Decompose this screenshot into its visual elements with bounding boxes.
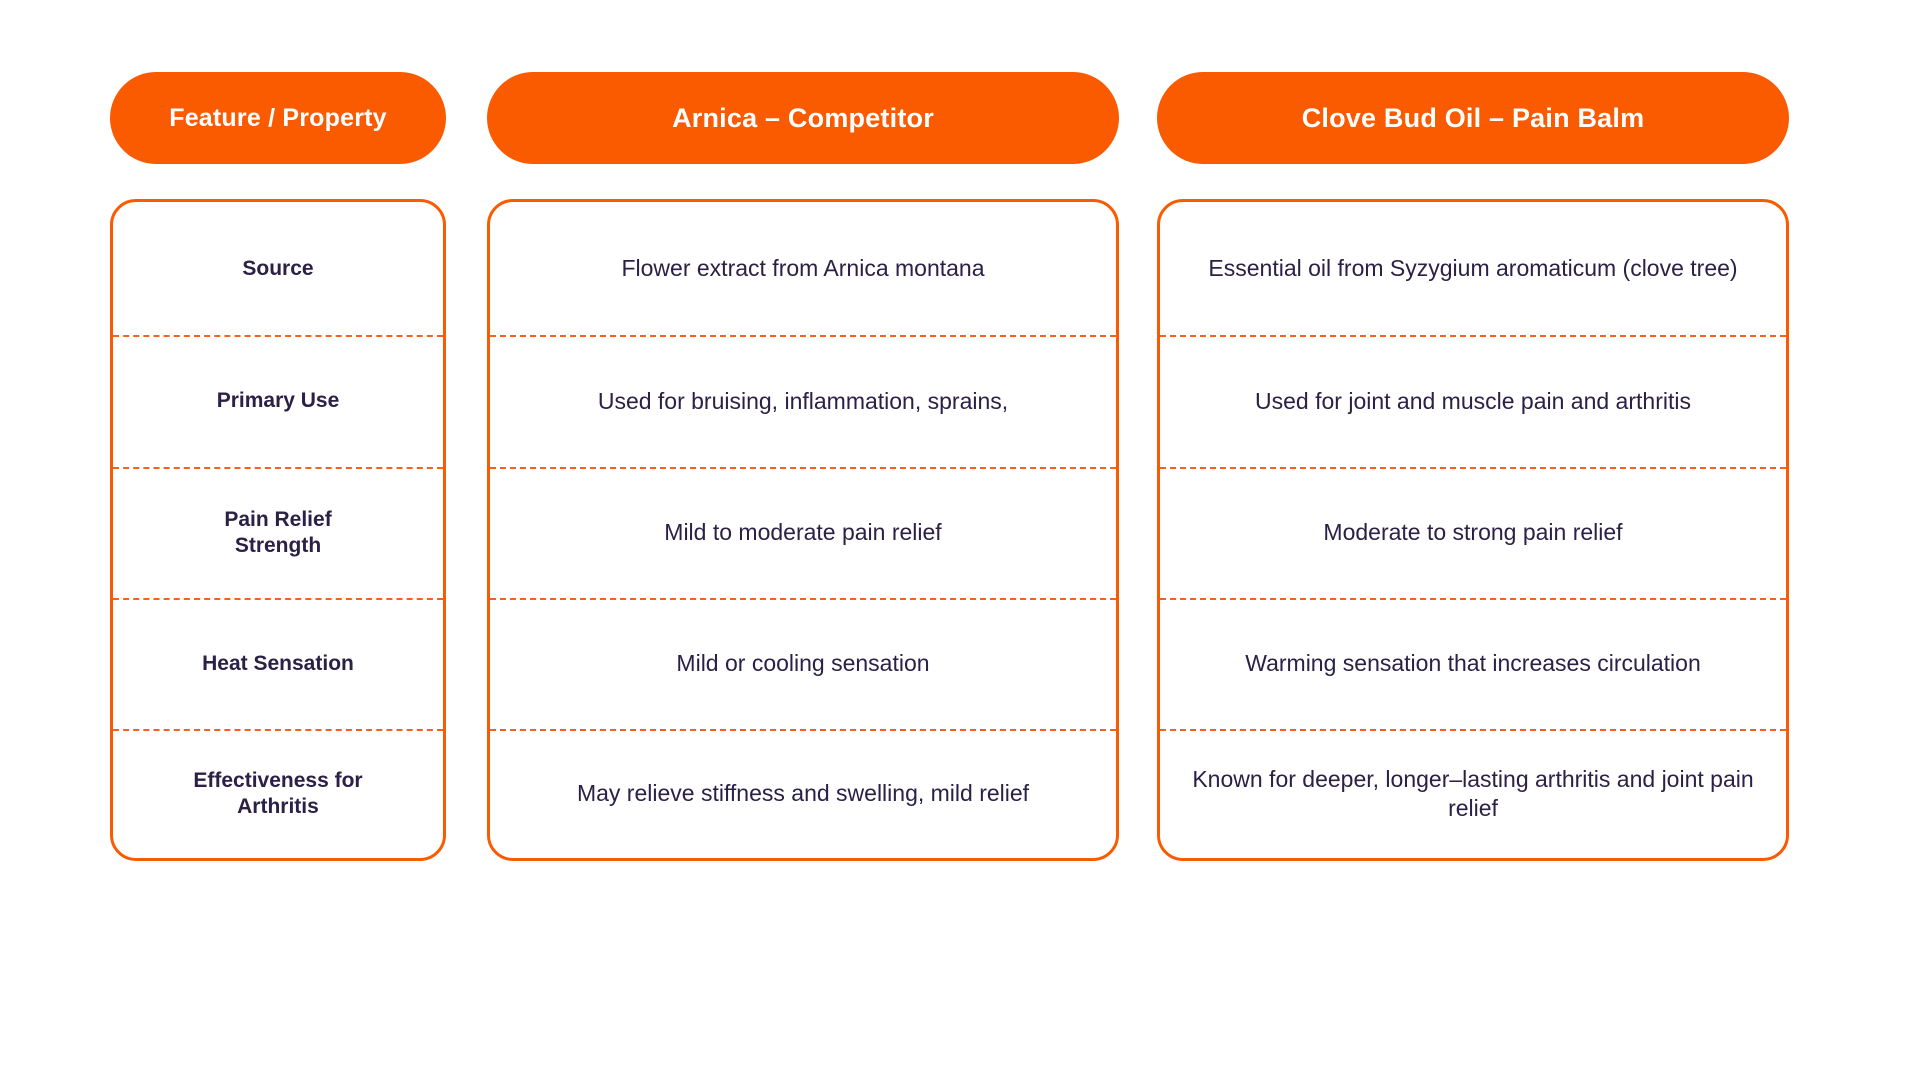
feature-label-primary-use: Primary Use xyxy=(113,335,443,467)
column-feature-property: Feature / Property Source Primary Use Pa… xyxy=(110,72,446,861)
arnica-value-primary-use: Used for bruising, inflammation, sprains… xyxy=(490,335,1116,467)
arnica-value-source: Flower extract from Arnica montana xyxy=(621,255,985,282)
arnica-value-effectiveness-for-arthritis: May relieve stiffness and swelling, mild… xyxy=(490,729,1116,858)
clove-value-pain-relief-strength: Moderate to strong pain relief xyxy=(1160,467,1786,598)
column-header-feature-property: Feature / Property xyxy=(110,72,446,164)
arnica-value-pain-relief-strength: Mild to moderate pain relief xyxy=(490,467,1116,598)
clove-value-source: Essential oil from Syzygium aromaticum (… xyxy=(1208,255,1738,282)
clove-value-heat-sensation: Warming sensation that increases circula… xyxy=(1160,598,1786,729)
column-header-clove-bud-oil-pain-balm: Clove Bud Oil – Pain Balm xyxy=(1157,72,1789,164)
column-arnica-competitor: Arnica – Competitor Flower extract from … xyxy=(487,72,1119,861)
clove-bud-oil-card: Essential oil from Syzygium aromaticum (… xyxy=(1157,199,1789,861)
feature-label-heat-sensation: Heat Sensation xyxy=(113,598,443,729)
column-clove-bud-oil-pain-balm: Clove Bud Oil – Pain Balm Essential oil … xyxy=(1157,72,1789,861)
clove-value-effectiveness-for-arthritis: Known for deeper, longer–lasting arthrit… xyxy=(1160,729,1786,858)
arnica-competitor-card: Flower extract from Arnica montana Used … xyxy=(487,199,1119,861)
arnica-value-heat-sensation: Mild or cooling sensation xyxy=(490,598,1116,729)
feature-label-source: Source xyxy=(242,256,314,280)
column-header-arnica-competitor: Arnica – Competitor xyxy=(487,72,1119,164)
clove-value-primary-use: Used for joint and muscle pain and arthr… xyxy=(1160,335,1786,467)
